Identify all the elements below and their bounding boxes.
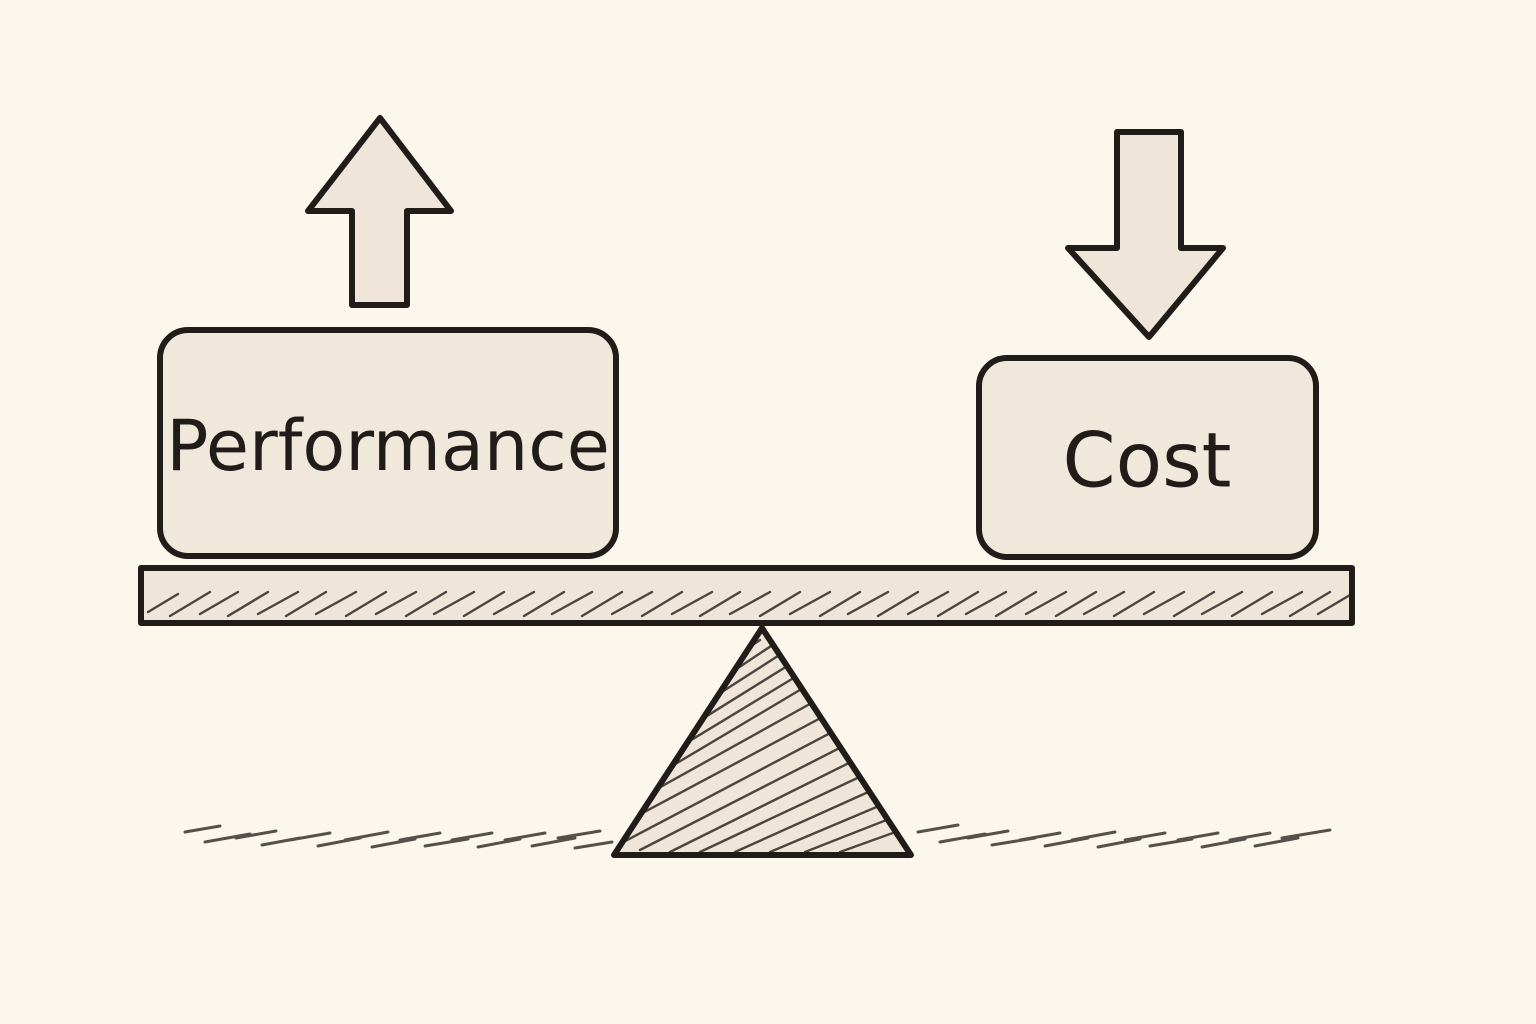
cost-label: Cost [1063,416,1232,505]
fulcrum [611,625,914,858]
ground-hatching [183,823,1332,850]
performance-label: Performance [166,405,610,487]
cost-box: Cost [976,355,1319,560]
up-arrow-icon [305,115,454,308]
seesaw-plank [138,565,1355,626]
performance-box: Performance [157,327,619,559]
down-arrow-icon [1065,129,1226,340]
